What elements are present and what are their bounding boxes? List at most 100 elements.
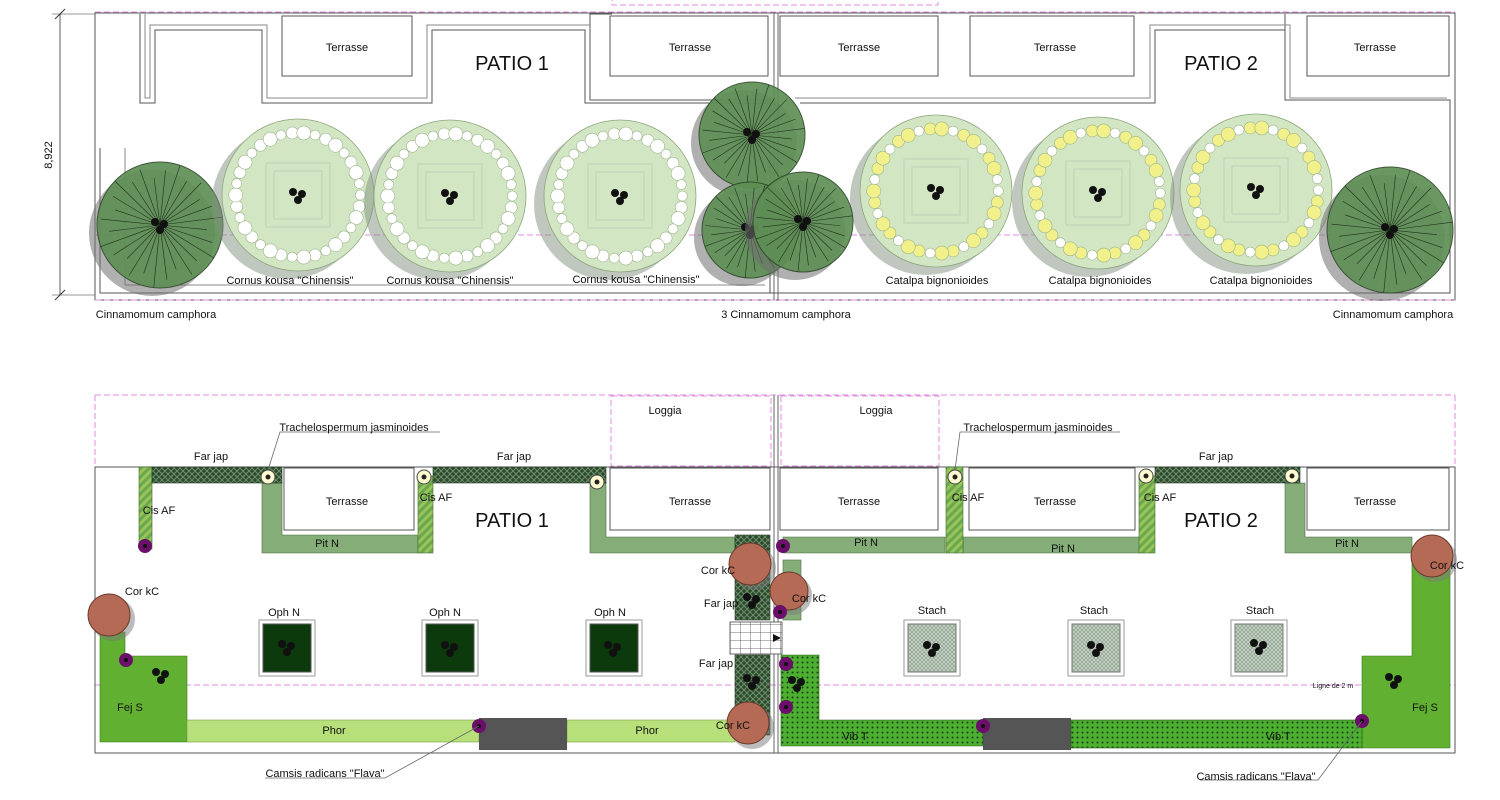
terrasse-label: Terrasse	[669, 496, 711, 508]
patio-1-plan-title: PATIO 1	[475, 510, 549, 532]
tree-canopies	[89, 81, 1454, 301]
cinnamomum-tree	[745, 171, 854, 280]
terrasse-label: Terrasse	[838, 496, 880, 508]
terrasse-label: Terrasse	[1034, 496, 1076, 508]
cor-kc-label: Cor kC	[1430, 560, 1464, 572]
elevation-view: 8,922 Terrasse Terrasse Terrasse Terrass…	[43, 0, 1456, 321]
pit-n-label: Pit N	[1335, 538, 1359, 550]
tree-position-marker	[788, 676, 805, 692]
cornus-label: Cornus kousa "Chinensis"	[386, 275, 513, 287]
fej-s-bed-right	[1361, 552, 1451, 749]
far-jap-label: Far jap	[497, 451, 531, 463]
loggia-label: Loggia	[859, 405, 893, 417]
fej-s-label: Fej S	[1412, 702, 1438, 714]
catalpa-label: Catalpa bignonioides	[886, 275, 989, 287]
cis-af-label: Cis AF	[420, 492, 453, 504]
terrasse-boxes-top: Terrasse Terrasse Terrasse Terrasse Terr…	[281, 15, 1450, 77]
cinnamomum-tree	[89, 161, 224, 296]
vib-t-label: Vib T	[842, 731, 868, 743]
cornus-tree	[534, 119, 697, 280]
tree-position-marker	[152, 668, 169, 684]
oph-n-label: Oph N	[268, 607, 300, 619]
pit-n-beds	[261, 482, 1413, 554]
paving	[479, 718, 567, 750]
catalpa-tree	[850, 114, 1013, 275]
catalpa-label: Catalpa bignonioides	[1049, 275, 1152, 287]
stach-label: Stach	[1246, 605, 1274, 617]
cornus-tree	[212, 118, 375, 279]
tree-position-marker	[441, 641, 458, 657]
loggia-area	[780, 395, 940, 467]
tree-position-marker	[1087, 641, 1104, 657]
cor-kc-label: Cor kC	[716, 720, 750, 732]
terrasse-label: Terrasse	[1354, 42, 1396, 54]
tree-markers	[152, 593, 1402, 692]
cis-af-beds	[138, 466, 1156, 554]
stach-label: Stach	[1080, 605, 1108, 617]
terrasse-label: Terrasse	[1034, 42, 1076, 54]
cis-af-label: Cis AF	[1144, 492, 1177, 504]
cinnamomum-group-label: 3 Cinnamomum camphora	[721, 309, 851, 321]
phor-label: Phor	[322, 725, 346, 737]
cor-kc-shrubs	[87, 534, 1457, 749]
cis-af-label: Cis AF	[143, 505, 176, 517]
cinnamomum-label-left: Cinnamomum camphora	[96, 309, 217, 321]
stach-planters	[903, 619, 1288, 677]
terrasse-label: Terrasse	[326, 42, 368, 54]
far-jap-label: Far jap	[699, 658, 733, 670]
vib-t-label: Vib T	[1265, 731, 1291, 743]
phor-label: Phor	[635, 725, 659, 737]
fej-s-bed-left	[99, 631, 188, 743]
trachelospermum-label: Trachelospermum jasminoides	[963, 422, 1113, 434]
terrasse-label: Terrasse	[669, 42, 711, 54]
terrasse-label: Terrasse	[838, 42, 880, 54]
cis-af-label: Cis AF	[952, 492, 985, 504]
dimension-label: 8,922	[43, 141, 55, 169]
oph-n-label: Oph N	[594, 607, 626, 619]
patio-1-title: PATIO 1	[475, 53, 549, 75]
pit-n-label: Pit N	[1051, 543, 1075, 555]
ligne-label: Ligne de 2 m	[1313, 683, 1354, 690]
cornus-tree	[364, 119, 527, 280]
loggia-area	[610, 395, 772, 467]
far-jap-label: Far jap	[1199, 451, 1233, 463]
tree-position-marker	[1385, 673, 1402, 689]
tree-position-marker	[743, 593, 760, 609]
stach-label: Stach	[918, 605, 946, 617]
far-jap-label: Far jap	[194, 451, 228, 463]
pit-n-label: Pit N	[854, 537, 878, 549]
paving	[983, 718, 1071, 750]
trachelospermum-label: Trachelospermum jasminoides	[279, 422, 429, 434]
terrasse-label: Terrasse	[326, 496, 368, 508]
pit-n-label: Pit N	[315, 538, 339, 550]
cinnamomum-tree	[691, 81, 806, 196]
cor-kc-label: Cor kC	[701, 565, 735, 577]
tree-position-marker	[1250, 639, 1267, 655]
oph-n-planters	[258, 619, 643, 677]
terrasse-label: Terrasse	[1354, 496, 1396, 508]
cornus-label: Cornus kousa "Chinensis"	[572, 274, 699, 286]
cinnamomum-label-right: Cinnamomum camphora	[1333, 309, 1454, 321]
vib-t-bed	[1070, 719, 1363, 749]
tree-position-marker	[278, 640, 295, 656]
fej-s-label: Fej S	[117, 702, 143, 714]
catalpa-tree	[1012, 116, 1175, 277]
cornus-label: Cornus kousa "Chinensis"	[226, 275, 353, 287]
tree-position-marker	[923, 641, 940, 657]
campsis-markers	[119, 539, 1369, 733]
patio-2-plan-title: PATIO 2	[1184, 510, 1258, 532]
oph-n-label: Oph N	[429, 607, 461, 619]
planting-plan: Loggia Loggia Terrasse Terrasse Terrasse…	[87, 394, 1464, 783]
campsis-label: Camsis radicans "Flava"	[265, 768, 384, 780]
far-jap-label: Far jap	[704, 598, 738, 610]
cinnamomum-tree	[1319, 166, 1454, 301]
trachelospermum-markers	[260, 468, 1300, 490]
campsis-label: Camsis radicans "Flava"	[1196, 771, 1315, 783]
tree-position-marker	[743, 674, 760, 690]
catalpa-label: Catalpa bignonioides	[1210, 275, 1313, 287]
tree-position-marker	[604, 641, 621, 657]
loggia-label: Loggia	[648, 405, 682, 417]
cor-kc-label: Cor kC	[125, 586, 159, 598]
cor-kc-label: Cor kC	[792, 593, 826, 605]
